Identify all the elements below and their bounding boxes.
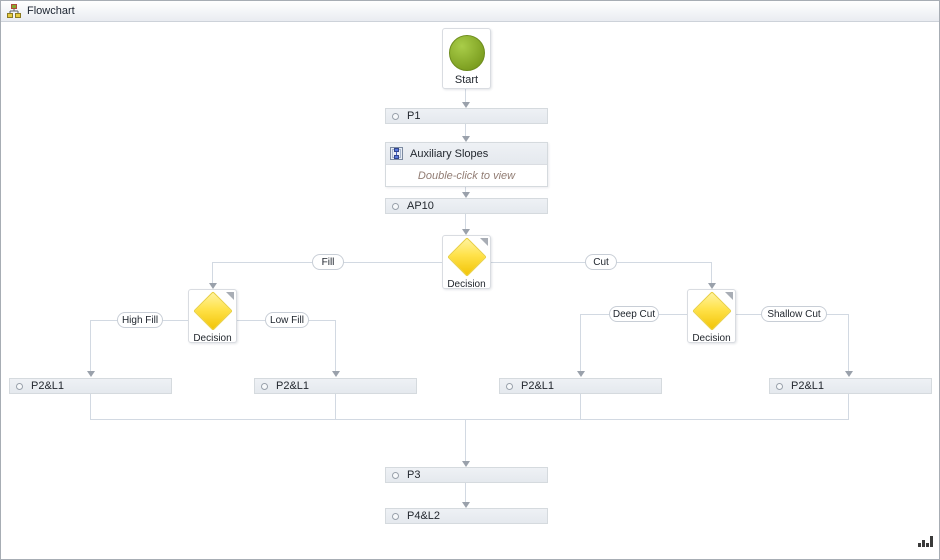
process-node-ap10[interactable]: AP10 [385, 198, 548, 214]
connector-line [465, 214, 466, 229]
process-circle-icon [392, 202, 399, 210]
connector-line [90, 394, 91, 419]
process-node-p1[interactable]: P1 [385, 108, 548, 124]
branch-label-high-fill: High Fill [117, 312, 163, 328]
process-node-label: P3 [407, 469, 421, 481]
branch-label-deep-cut: Deep Cut [609, 306, 659, 322]
connector-line [465, 89, 466, 102]
flowchart-icon [7, 4, 21, 18]
branch-label-shallow-cut: Shallow Cut [761, 306, 827, 322]
auxiliary-slopes-node[interactable]: Auxiliary Slopes Double-click to view [385, 142, 548, 187]
connector-arrow [708, 283, 716, 289]
connector-line [335, 320, 336, 371]
process-node-p3[interactable]: P3 [385, 467, 548, 483]
connector-line [465, 124, 466, 136]
panel-title: Flowchart [27, 5, 75, 17]
connector-line [580, 394, 581, 419]
decision-node-cut[interactable]: Decision [687, 289, 736, 344]
double-click-hint[interactable]: Double-click to view [417, 170, 516, 182]
corner-marker-icon [725, 292, 733, 300]
connector-arrow [462, 229, 470, 235]
connector-arrow [462, 102, 470, 108]
branch-label-cut: Cut [585, 254, 617, 270]
connector-arrow [332, 371, 340, 377]
process-node-label: P2&L1 [31, 380, 65, 392]
start-circle-icon [448, 35, 485, 71]
decision-node-label: Decision [193, 333, 232, 344]
connector-line [465, 419, 466, 461]
process-node-label: P1 [407, 110, 421, 122]
process-node-p4l2[interactable]: P4&L2 [385, 508, 548, 524]
branch-label-fill: Fill [312, 254, 344, 270]
connector-line [212, 262, 213, 283]
subassembly-icon [390, 147, 403, 160]
decision-node-main[interactable]: Decision [442, 235, 491, 290]
connector-line [465, 187, 466, 192]
resize-grip-icon[interactable] [918, 534, 933, 552]
panel-header: Flowchart [1, 1, 939, 22]
connector-arrow [462, 136, 470, 142]
decision-node-label: Decision [447, 279, 486, 290]
decision-node-fill[interactable]: Decision [188, 289, 237, 344]
process-circle-icon [776, 382, 783, 390]
connector-line [580, 314, 581, 371]
start-node-label: Start [454, 74, 479, 86]
process-node-label: AP10 [407, 200, 434, 212]
process-circle-icon [16, 382, 23, 390]
process-circle-icon [392, 471, 399, 479]
process-node-p2l1-high-fill[interactable]: P2&L1 [9, 378, 172, 394]
process-node-label: P4&L2 [407, 510, 441, 522]
corner-marker-icon [480, 238, 488, 246]
process-node-p2l1-shallow-cut[interactable]: P2&L1 [769, 378, 932, 394]
process-circle-icon [392, 512, 399, 520]
auxiliary-slopes-title: Auxiliary Slopes [410, 147, 489, 160]
connector-arrow [462, 192, 470, 198]
connector-arrow [577, 371, 585, 377]
process-node-label: P2&L1 [791, 380, 825, 392]
connector-line [465, 483, 466, 502]
process-circle-icon [261, 382, 268, 390]
branch-label-low-fill: Low Fill [265, 312, 309, 328]
process-node-p2l1-deep-cut[interactable]: P2&L1 [499, 378, 662, 394]
connector-line [848, 394, 849, 419]
connector-arrow [209, 283, 217, 289]
process-node-label: P2&L1 [276, 380, 310, 392]
connector-line [335, 394, 336, 419]
connector-line [848, 314, 849, 371]
auxiliary-slopes-header: Auxiliary Slopes [386, 143, 547, 165]
connector-arrow [462, 502, 470, 508]
corner-marker-icon [226, 292, 234, 300]
connector-line [90, 320, 91, 371]
start-node[interactable]: Start [442, 28, 491, 89]
process-circle-icon [392, 112, 399, 120]
process-circle-icon [506, 382, 513, 390]
connector-arrow [845, 371, 853, 377]
connector-arrow [462, 461, 470, 467]
connector-arrow [87, 371, 95, 377]
decision-node-label: Decision [692, 333, 731, 344]
connector-line [90, 419, 849, 420]
process-node-p2l1-low-fill[interactable]: P2&L1 [254, 378, 417, 394]
connector-line [711, 262, 712, 283]
process-node-label: P2&L1 [521, 380, 555, 392]
